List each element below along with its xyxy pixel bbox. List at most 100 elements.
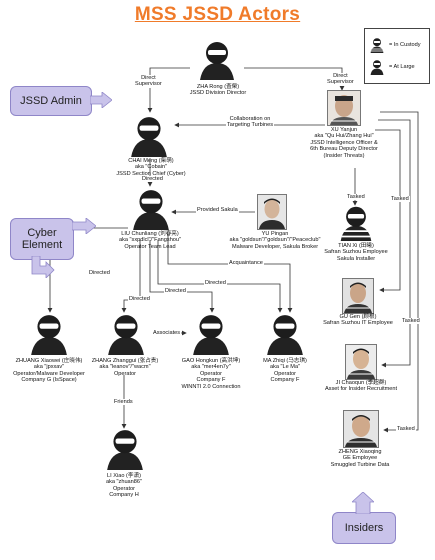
person-gao: GAO Hongkun (高洪坤) aka "mer4en7y" Operato… [166,358,256,390]
zhuang-aka: aka "jpxxav" [33,364,65,371]
legend-box: = In Custody = At Large [364,28,430,84]
xu-name: XU Yanjun [330,127,358,133]
arrow-up-icon [352,492,374,514]
person-ji: JI Chaoqun (季超群) Asset for Insider Recru… [318,380,404,393]
edge-label-liu-ma-acq: Acquaintance [228,260,264,267]
ji-name: JI Chaoqun (季超群) [335,380,387,386]
ma-role1: Operator [273,370,297,377]
xu-role1: JSSD Intelligence Officer & [310,139,378,146]
edge-liu-gao [149,240,215,313]
zheng-role1: GE Employee [342,455,378,462]
ma-name: MA Zhiqi (马志琪) [263,358,307,364]
zhangz-name: ZHANG Zhanggui (张占贵) [91,358,159,364]
tag-jssd-admin: JSSD Admin [10,86,92,116]
legend-row-custody: = In Custody [369,37,421,53]
edge-label-zhangz-li: Friends [113,399,134,406]
xu-aka: aka "Qu Hui/Zhang Hui" [314,133,374,140]
yu-name: YU Pingan [261,231,289,237]
zheng-name: ZHENG Xiaoqing [338,449,382,455]
xu-role3: (Insider Threats) [323,152,365,159]
tian-role2: Sakula Installer [336,255,376,262]
gao-role2: Company F [196,377,226,384]
zha-at-large-icon [200,42,234,80]
edge-zha-chai [147,67,190,113]
zha-role: JSSD Division Director [189,90,247,97]
edge-label-xu-chai: Collaboration on Targeting Turbines [226,116,275,129]
person-zhangz: ZHANG Zhanggui (张占贵) aka "leanov"/"wacm"… [82,358,168,377]
arrow-right-icon [72,218,96,234]
chai-name: CHAI Meng (柴萌) [128,158,174,164]
gao-role1: Operator [199,370,223,377]
liu-at-large-icon [133,190,169,230]
edge-label-yu-liu: Provided Sakula [196,207,239,214]
edge-label-zha-xu: Direct Supervisor [326,73,355,86]
diagram-title: MSS JSSD Actors [134,4,301,25]
tag-cyber-element-label: Cyber Element [21,227,63,251]
edge-liu-ma-directed [157,240,283,313]
gao-role3: WINNTI 2.0 Connection [181,383,241,390]
li-at-large-icon [107,430,143,470]
legend-row-large: = At Large [369,59,415,75]
zheng-role2: Smuggled Turbine Data [330,461,390,468]
zhuang-role1: Operator/Malware Developer [13,370,85,377]
liu-name: LIU Chunliang (刘春亮) [121,231,179,237]
tian-in-custody-icon [340,206,372,241]
zhangz-at-large-icon [108,315,144,355]
gao-aka: aka "mer4en7y" [191,364,231,371]
zhuang-role2: Company G (IsSpace) [21,377,77,384]
yu-photo [257,194,287,230]
gu-photo [342,278,374,314]
ma-role2: Company F [270,377,300,384]
person-zhuang: ZHUANG Xiaowei (庄晓伟) aka "jpxxav" Operat… [4,358,94,384]
ji-role: Asset for Insider Recruitment [324,386,398,393]
tag-cyber-element: Cyber Element [10,218,74,260]
zhangz-aka: aka "leanov"/"wacm" [99,364,151,371]
xu-photo [327,90,361,126]
edge-label-xu-zheng: Tasked [396,426,416,433]
edge-label-xu-gu: Tasked [390,196,410,203]
person-photo-icon [328,91,360,125]
arrow-right-icon [90,92,112,108]
person-yu: YU Pingan aka "goldsun"/"goldsun"/"Peace… [220,231,330,250]
person-gu: GU Gen (顾根) Safran Suzhou IT Employee [316,314,400,327]
ma-aka: aka "Le Ma" [269,364,301,371]
tag-jssd-admin-label: JSSD Admin [20,95,82,107]
edge-label-xu-ji: Tasked [401,318,421,325]
edge-label-liu-zhangz: Directed [128,296,151,303]
edge-label-liu-gao: Directed [164,288,187,295]
edge-label-xu-tian: Tasked [346,194,366,201]
arrow-down-right-icon [31,256,55,278]
liu-role: Operator Team Lead [124,243,176,250]
in-custody-icon [370,38,384,53]
tian-name: TIAN Xi (田曦) [338,243,374,249]
ma-at-large-icon [267,315,303,355]
gu-name: GU Gen (顾根) [339,314,377,320]
edge-label-liu-ma-directed: Directed [204,280,227,287]
gao-at-large-icon [193,315,229,355]
xu-role2: 6th Bureau Deputy Director [310,146,378,153]
yu-aka: aka "goldsun"/"goldsun"/"Peaceclub" [229,237,321,244]
ji-photo [345,344,377,380]
person-photo-icon [258,195,286,229]
zhuang-name: ZHUANG Xiaowei (庄晓伟) [15,358,83,364]
legend-in-custody: = In Custody [389,42,421,48]
liu-aka: aka "sxpdlcl"/"Fangshou" [118,237,182,244]
tag-insiders-label: Insiders [344,522,384,534]
person-tian: TIAN Xi (田曦) Safran Suzhou Employee Saku… [318,243,394,262]
zhuang-at-large-icon [31,315,67,355]
chai-at-large-icon [131,117,167,157]
person-ma: MA Zhiqi (马志琪) aka "Le Ma" Operator Comp… [250,358,320,384]
edge-label-zha-chai: Direct Supervisor [134,75,163,88]
edge-xu-ji [378,119,411,368]
li-name: LI Xiao (李潇) [107,473,141,479]
person-zheng: ZHENG Xiaoqing GE Employee Smuggled Turb… [316,449,404,468]
legend-at-large: = At Large [389,64,415,70]
li-role2: Company H [109,492,139,499]
person-photo-icon [343,279,373,313]
zheng-photo [343,410,379,448]
gao-name: GAO Hongkun (高洪坤) [181,358,241,364]
edge-label-zhangz-gao: Associates [152,330,182,337]
zha-name: ZHA Rong (査榮) [196,84,240,90]
zhangz-role: Operator [113,370,137,377]
li-role1: Operator [112,485,136,492]
